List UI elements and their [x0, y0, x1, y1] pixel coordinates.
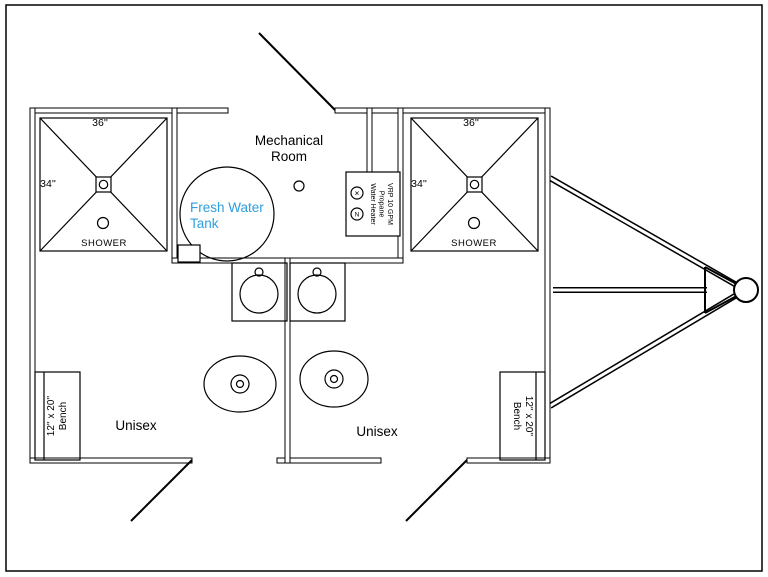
- page-border: [5, 4, 763, 572]
- left-wall: [29, 107, 36, 464]
- left-shower-drain-icon: [98, 179, 109, 190]
- trailer-tongue: [548, 175, 759, 409]
- mechanical-room: Mechanical Room: [255, 133, 323, 192]
- water-heater-label-line3: Water Heater: [369, 183, 376, 225]
- right-sink-faucet-icon: [312, 267, 322, 277]
- left-sink-bowl-icon: [239, 274, 279, 314]
- right-shower: 36'' 34'' SHOWER: [410, 117, 539, 252]
- sinks: [231, 262, 346, 322]
- right-toilet: [299, 350, 369, 408]
- right-shower-depth-label: 34'': [411, 178, 427, 190]
- right-bench-label-line1: 12'' x 20'': [523, 396, 534, 437]
- left-sink: [231, 262, 288, 322]
- right-bench-outline: [499, 371, 546, 461]
- fresh-water-tank-label-line2: Tank: [190, 216, 219, 231]
- water-heater-port-symbol: ✕: [354, 191, 359, 198]
- right-shower-pan: [410, 117, 539, 252]
- right-shower-drain-icon: [469, 179, 480, 190]
- left-bench-outline: [34, 371, 81, 461]
- right-bench-label-line2: Bench: [511, 402, 522, 430]
- left-sink-counter: [231, 262, 288, 322]
- left-shower-drain-box: [95, 176, 112, 193]
- fresh-water-tank-label-line1: Fresh Water: [190, 200, 264, 215]
- toilets: [203, 350, 369, 413]
- left-bench-label-line2: Bench: [58, 402, 69, 430]
- fresh-water-tank-outline: [179, 166, 275, 262]
- floor-drain-icon: [293, 180, 305, 192]
- water-heater-label-line2: Propane: [378, 191, 385, 218]
- heater-stub-wall: [366, 107, 373, 175]
- right-sink: [289, 262, 346, 322]
- left-shower-partition: [171, 107, 178, 264]
- water-heater-label-line1: VRP 10 GPM: [386, 183, 393, 225]
- water-heater-port-icon: [350, 186, 364, 200]
- left-bench: 12'' x 20'' Bench: [34, 371, 81, 461]
- bottom-wall-center: [276, 457, 382, 464]
- right-shower-drain-box: [466, 176, 483, 193]
- water-heater-label: VRP 10 GPM Propane Water Heater: [369, 183, 393, 225]
- doors: [130, 32, 468, 522]
- left-shower-label: SHOWER: [81, 238, 127, 249]
- left-shower: 36'' 34'' SHOWER: [39, 117, 168, 252]
- left-shower-floor-drain-icon: [96, 216, 110, 230]
- fresh-water-tank: Fresh Water Tank: [177, 166, 275, 263]
- right-shower-floor-drain-icon: [467, 216, 481, 230]
- left-shower-pan: [39, 117, 168, 252]
- right-room-label: Unisex: [356, 424, 398, 439]
- right-bench: 12'' x 20'' Bench: [499, 371, 546, 461]
- right-wall: [544, 107, 551, 464]
- left-entry-door: [130, 459, 193, 522]
- right-sink-counter: [289, 262, 346, 322]
- right-sink-bowl-icon: [297, 274, 337, 314]
- hitch-coupler: [704, 266, 759, 314]
- left-shower-width-label: 36'': [92, 117, 108, 129]
- mechanical-room-door: [258, 32, 336, 111]
- mechanical-room-label-line2: Room: [271, 149, 307, 164]
- left-bench-label-line1: 12'' x 20'': [46, 396, 57, 437]
- right-entry-door: [405, 459, 468, 522]
- water-heater: ✕ N VRP 10 GPM Propane Water Heater: [345, 171, 401, 237]
- right-shower-label: SHOWER: [451, 238, 497, 249]
- left-shower-depth-label: 34'': [40, 178, 56, 190]
- left-toilet: [203, 355, 277, 413]
- top-wall-left: [29, 107, 229, 114]
- water-heater-port-icon: [350, 207, 364, 221]
- water-heater-port-symbol: N: [355, 212, 360, 219]
- water-heater-outline: [345, 171, 401, 237]
- center-dividing-wall: [284, 257, 291, 464]
- left-sink-faucet-icon: [254, 267, 264, 277]
- left-room-label: Unisex: [115, 418, 157, 433]
- tank-fitting-box: [177, 244, 201, 263]
- mechanical-room-label-line1: Mechanical: [255, 133, 323, 148]
- right-shower-width-label: 36'': [463, 117, 479, 129]
